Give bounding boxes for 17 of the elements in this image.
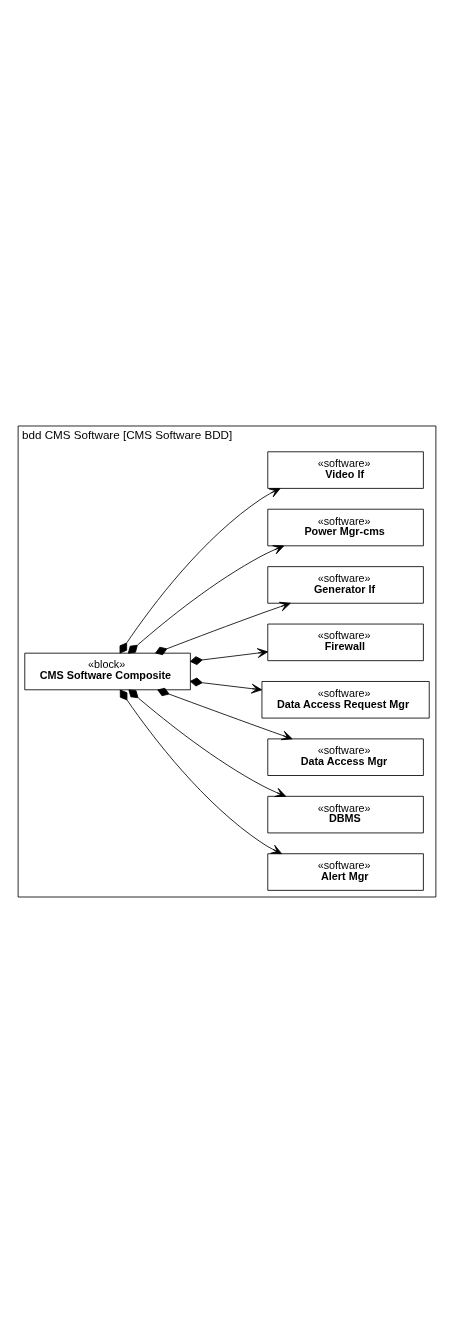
node-box: «block» CMS Software Composite <box>24 652 191 691</box>
arrow <box>119 488 281 654</box>
node-box: «software» Generator If <box>267 566 424 604</box>
arrow <box>119 689 283 855</box>
node-box: «software» Power Mgr-cms <box>267 508 424 547</box>
node-box: «software» Alert Mgr <box>267 853 424 891</box>
arrow <box>155 601 291 656</box>
arrow <box>128 689 287 798</box>
arrow <box>127 545 285 654</box>
arrow <box>190 677 263 694</box>
arrow <box>157 687 293 741</box>
node-box: «software» Firewall <box>267 623 424 662</box>
node-box: «software» Data Access Request Mgr <box>261 681 430 719</box>
arrow <box>190 648 269 666</box>
node-box: «software» DBMS <box>267 795 424 834</box>
node-box: «software» Video If <box>267 451 424 489</box>
node-box: «software» Data Access Mgr <box>267 738 424 776</box>
